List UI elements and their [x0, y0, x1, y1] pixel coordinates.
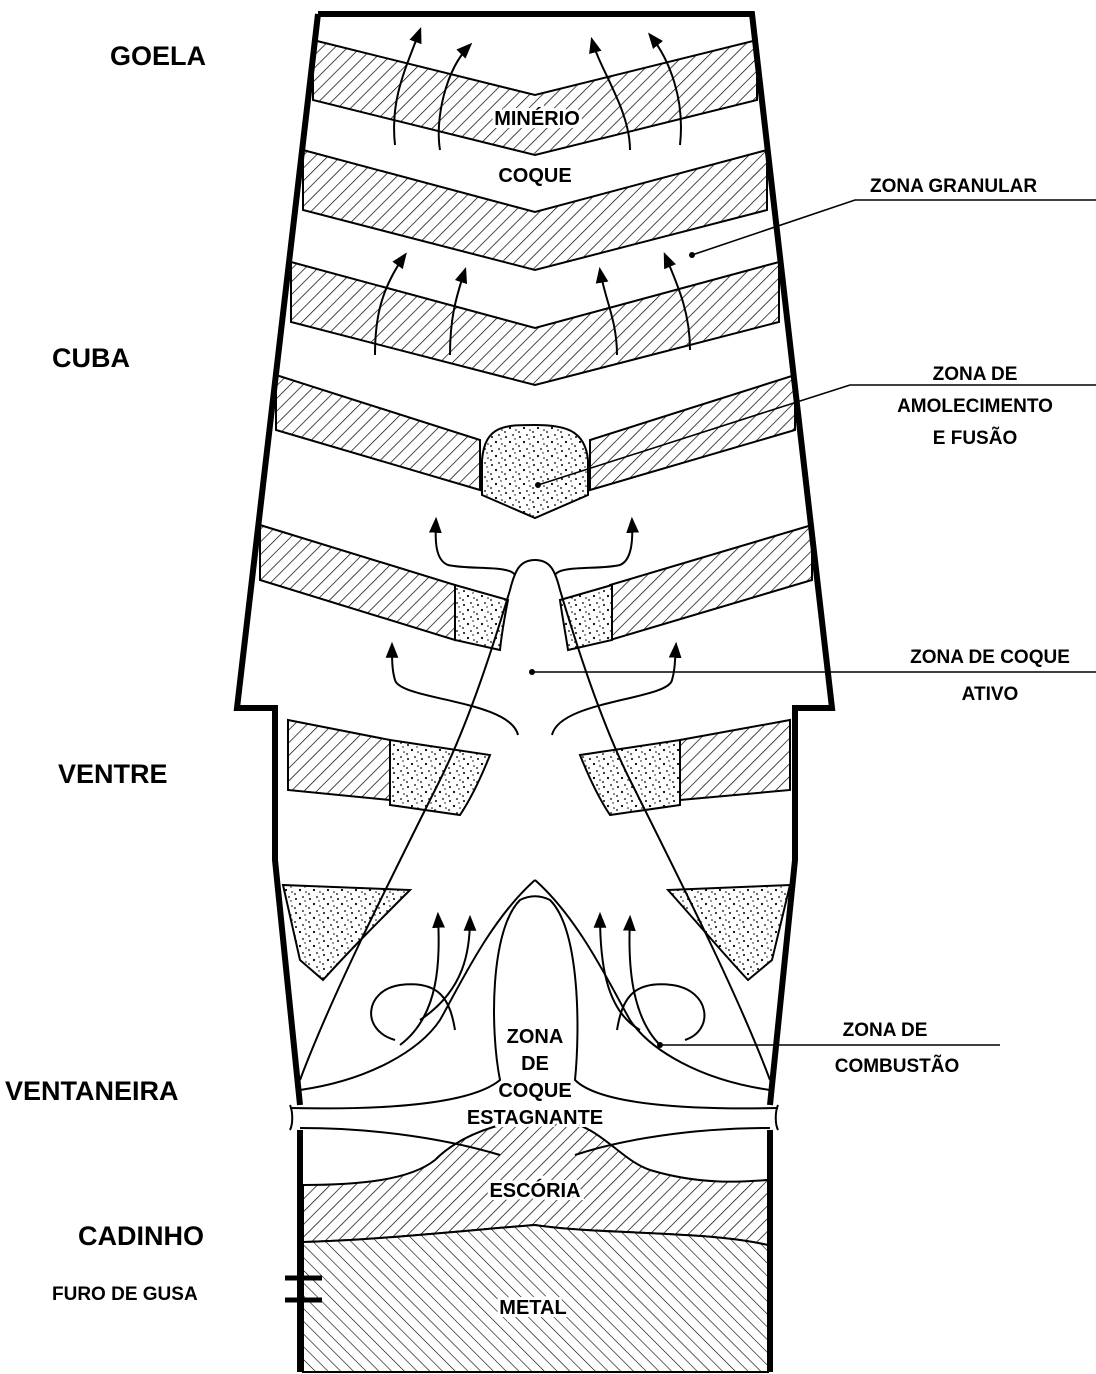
label-minerio: MINÉRIO [494, 107, 580, 130]
label-coque: COQUE [498, 165, 571, 187]
label-estagnante-2: DE [521, 1053, 549, 1075]
label-amolecimento-2: AMOLECIMENTO [897, 396, 1053, 417]
label-zona-granular: ZONA GRANULAR [870, 176, 1037, 197]
label-ventaneira: VENTANEIRA [5, 1076, 179, 1106]
label-escoria: ESCÓRIA [489, 1178, 580, 1202]
label-combustao-1: ZONA DE [843, 1020, 928, 1041]
label-cuba: CUBA [52, 343, 130, 373]
label-metal: METAL [499, 1297, 566, 1319]
label-ventre: VENTRE [58, 759, 168, 789]
label-coque-ativo-1: ZONA DE COQUE [910, 647, 1070, 668]
ore-layers [260, 40, 812, 800]
label-furo-gusa: FURO DE GUSA [52, 1284, 198, 1305]
label-cadinho: CADINHO [78, 1221, 204, 1251]
label-coque-ativo-2: ATIVO [962, 684, 1019, 705]
label-amolecimento-3: E FUSÃO [933, 427, 1017, 449]
label-estagnante-1: ZONA [507, 1026, 564, 1048]
label-estagnante-3: COQUE [498, 1080, 571, 1102]
label-combustao-2: COMBUSTÃO [835, 1055, 960, 1077]
label-estagnante-4: ESTAGNANTE [467, 1107, 603, 1129]
hearth-liquids [303, 1119, 768, 1372]
label-goela: GOELA [110, 41, 206, 71]
label-amolecimento-1: ZONA DE [933, 364, 1018, 385]
